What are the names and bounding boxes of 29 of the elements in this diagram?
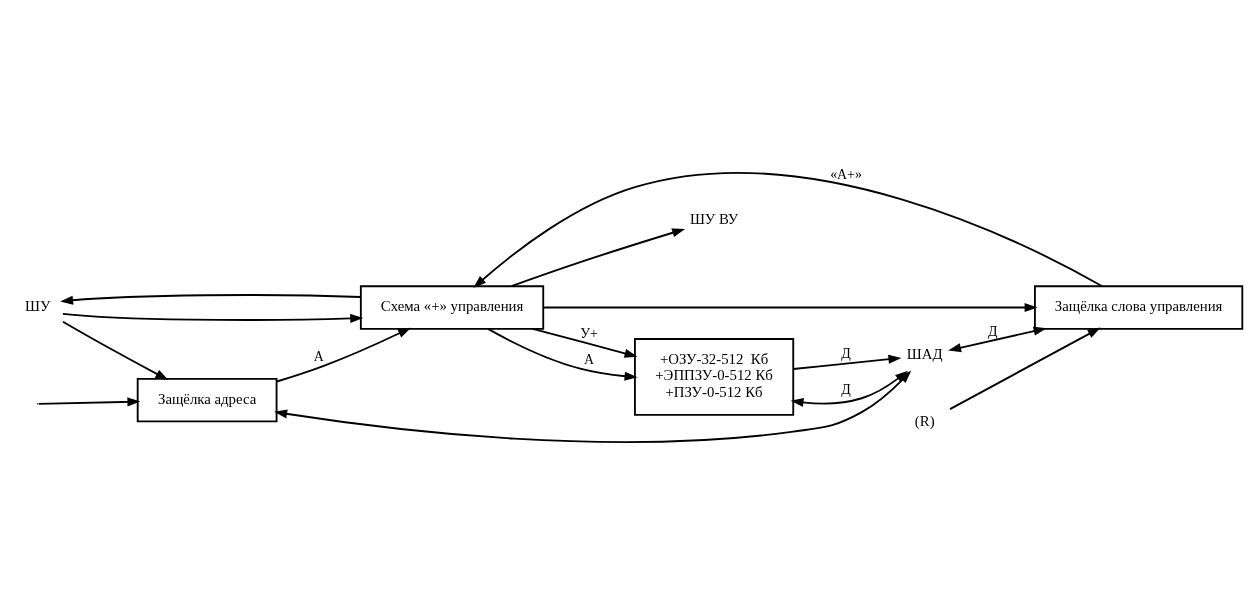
arrow bbox=[37, 396, 141, 406]
arrow bbox=[542, 302, 1038, 312]
arrow bbox=[61, 312, 364, 323]
node-text: ШАД bbox=[906, 345, 943, 362]
edge-label: У+ bbox=[580, 325, 598, 341]
arrow bbox=[473, 171, 1104, 288]
arrow bbox=[487, 327, 638, 381]
node-box: Защёлка слова управления bbox=[1034, 284, 1244, 330]
edge-label: А bbox=[313, 348, 324, 364]
edge-label: «А+» bbox=[830, 166, 862, 182]
node-text: (R) bbox=[914, 412, 935, 429]
arrow bbox=[510, 227, 686, 287]
edge-label: А bbox=[584, 351, 595, 367]
arrow bbox=[948, 326, 1047, 352]
arrow bbox=[790, 370, 908, 407]
arrow bbox=[275, 327, 411, 382]
arrow bbox=[60, 293, 362, 305]
node-box: Защёлка адреса bbox=[136, 377, 278, 422]
arrow bbox=[531, 327, 638, 358]
arrow bbox=[949, 327, 1101, 410]
edge-label: Д bbox=[841, 381, 851, 397]
node-text: ШУ bbox=[24, 297, 51, 314]
edge-label: Д bbox=[988, 323, 998, 339]
arrow bbox=[792, 354, 902, 370]
node-text: ШУ ВУ bbox=[689, 210, 739, 227]
node-box: Схема «+» управления bbox=[359, 284, 545, 330]
node-box: +ОЗУ-32-512 Кб +ЭППЗУ-0-512 Кб +ПЗУ-0-512 Кб bbox=[634, 337, 795, 416]
edge-label: Д bbox=[841, 345, 851, 361]
arrow bbox=[62, 320, 169, 380]
